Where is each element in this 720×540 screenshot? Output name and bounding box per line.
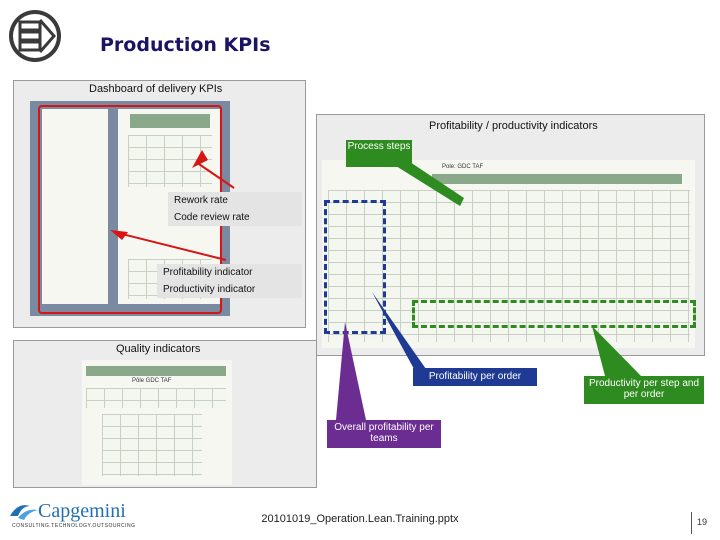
code-review-band: Code review rate bbox=[168, 209, 302, 226]
profitability-sheet-table bbox=[328, 190, 690, 342]
productivity-indicator-band: Productivity indicator bbox=[157, 281, 302, 298]
green-dashed-frame bbox=[412, 300, 696, 328]
quality-sheet-heading: Pôle GDC TAF bbox=[132, 378, 172, 384]
process-steps-callout: Process steps bbox=[346, 140, 412, 167]
profitability-sheet-heading: Pole: GDC TAF bbox=[442, 164, 484, 170]
page-title: Production KPIs bbox=[100, 34, 271, 56]
profitability-sheet: Pole: GDC TAF bbox=[322, 160, 696, 348]
funnel-chart-logo-icon bbox=[9, 10, 61, 62]
footer-divider bbox=[691, 512, 692, 534]
quality-sheet-banner bbox=[86, 366, 226, 376]
footer-filename: 20101019_Operation.Lean.Training.pptx bbox=[261, 513, 459, 525]
quality-sheet-table bbox=[86, 388, 226, 408]
capgemini-logo-icon bbox=[10, 505, 38, 520]
brand-name: Capgemini bbox=[38, 500, 126, 522]
rework-band: Rework rate bbox=[168, 192, 302, 209]
profitability-per-order-callout: Profitability per order bbox=[413, 368, 537, 386]
quality-sheet-chart bbox=[102, 414, 202, 476]
blue-dashed-frame bbox=[324, 200, 386, 334]
brand-tagline: CONSULTING.TECHNOLOGY.OUTSOURCING bbox=[12, 523, 136, 529]
profitability-label: Profitability / productivity indicators bbox=[429, 120, 598, 132]
profitability-indicator-band: Profitability indicator bbox=[157, 264, 302, 281]
quality-sheet: Pôle GDC TAF bbox=[82, 360, 232, 485]
dashboard-sheet-left bbox=[42, 109, 108, 304]
dashboard-label: Dashboard of delivery KPIs bbox=[89, 83, 223, 95]
profitability-sheet-banner bbox=[432, 174, 682, 184]
quality-label: Quality indicators bbox=[116, 343, 201, 355]
overall-profitability-callout: Overall profitability per teams bbox=[327, 420, 441, 448]
dashboard-sheet-header bbox=[130, 114, 210, 128]
productivity-per-step-callout: Productivity per step and per order bbox=[584, 376, 704, 404]
page-number: 19 bbox=[697, 517, 708, 527]
